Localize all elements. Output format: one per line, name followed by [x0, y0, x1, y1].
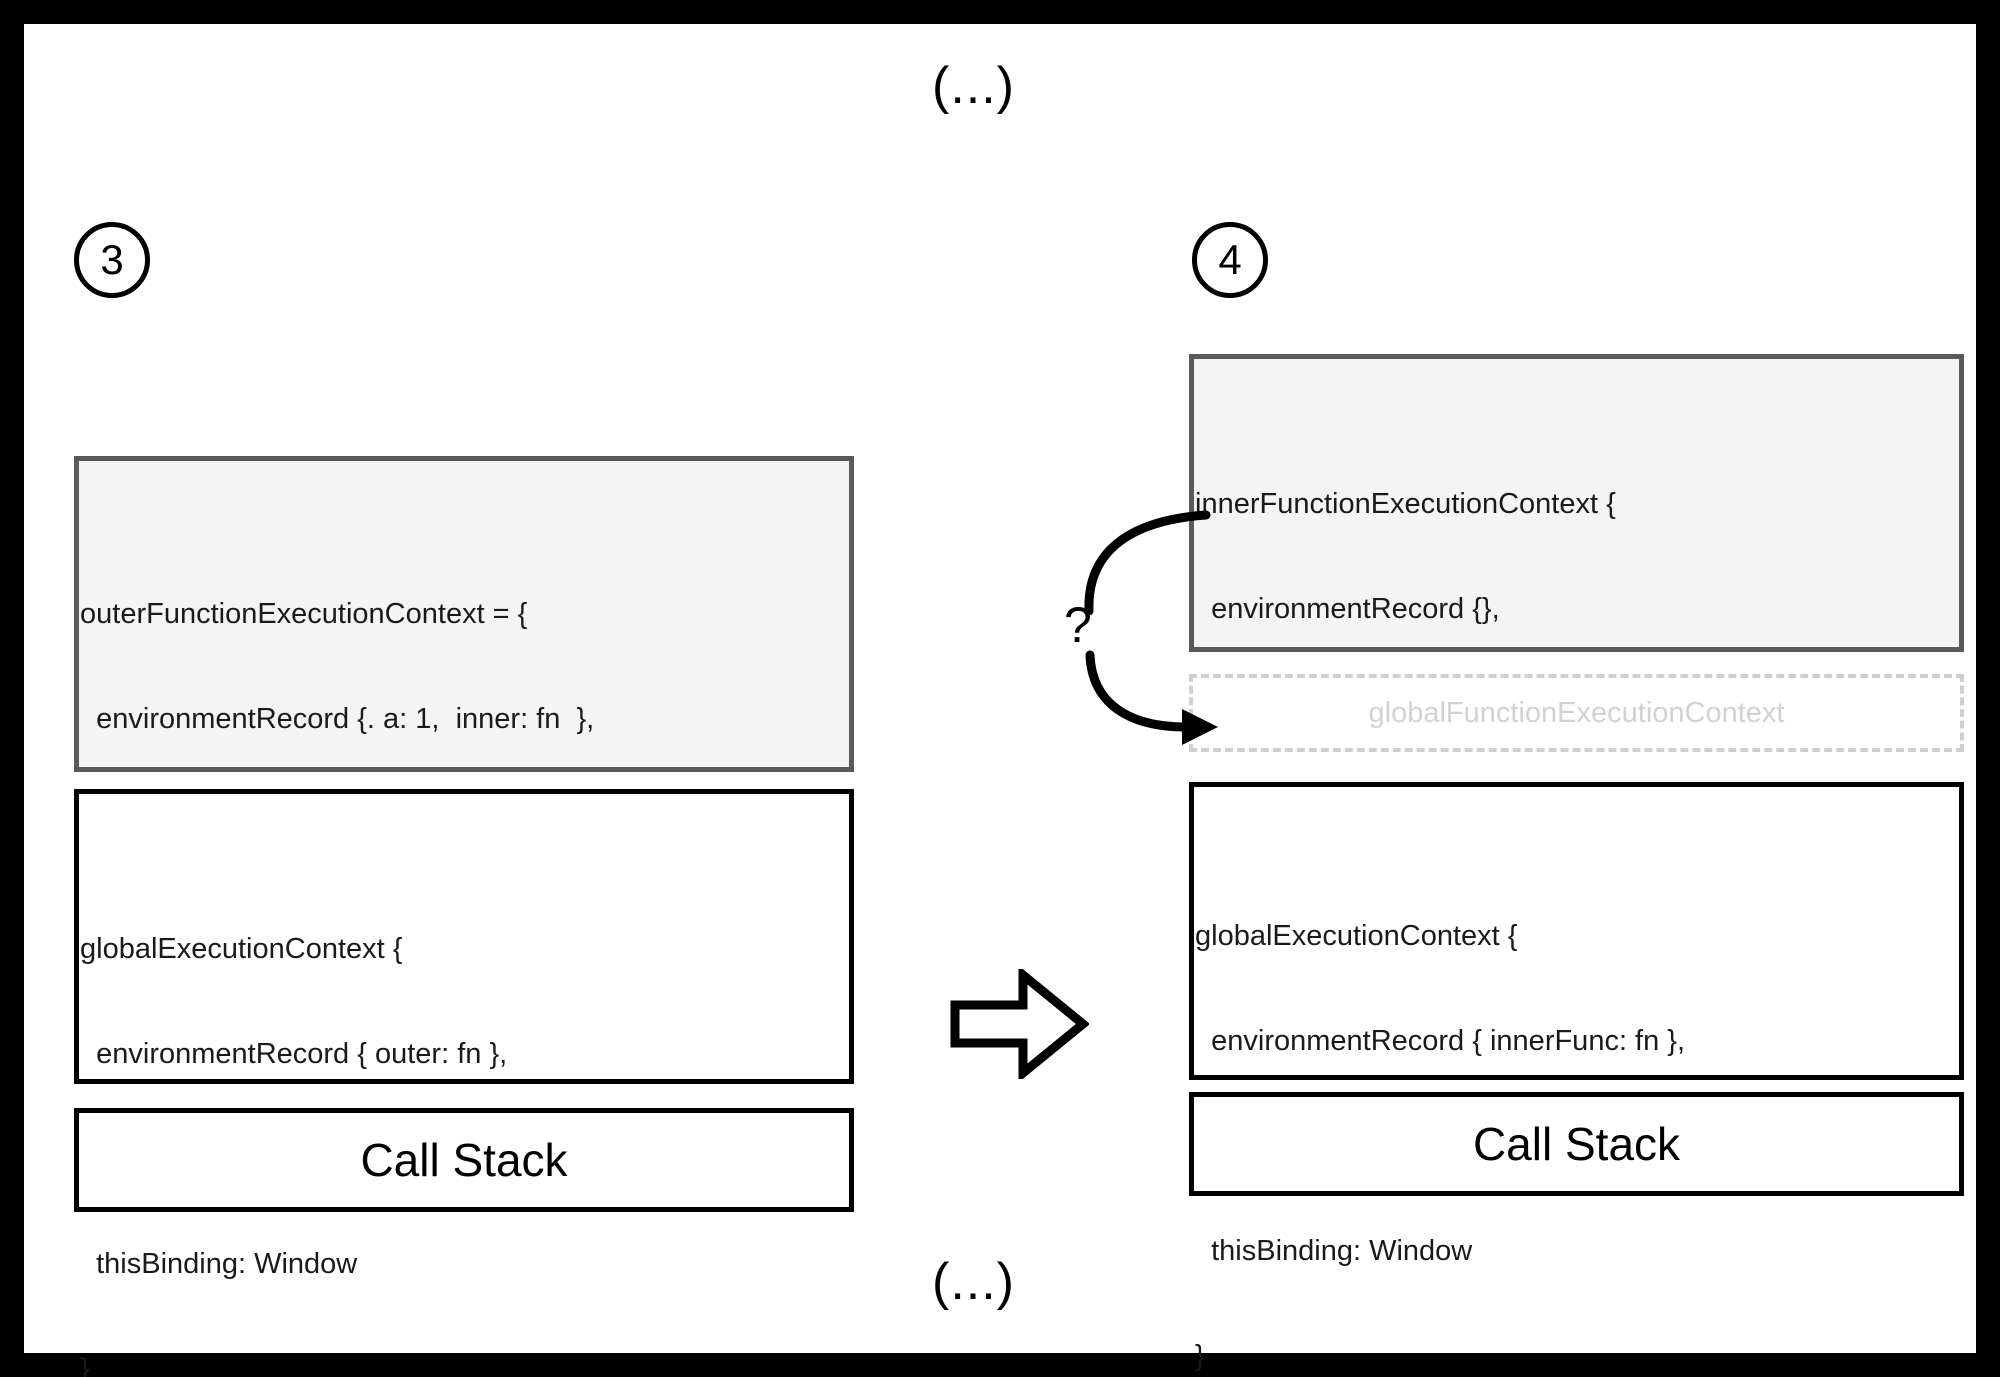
diagram-page: (...) 3 outerFunctionExecutionContext = …	[24, 24, 1976, 1377]
call-stack-label-right: Call Stack	[1472, 1118, 1681, 1170]
call-stack-label-left: Call Stack	[360, 1134, 568, 1186]
global-execution-context-box-left: globalExecutionContext { environmentReco…	[74, 789, 854, 1377]
ctx-line: globalExecutionContext {	[80, 933, 403, 965]
ellipsis-marker-bottom: (...)	[932, 1253, 1015, 1311]
ctx-line: }	[80, 1353, 90, 1377]
outer-function-execution-context-box: outerFunctionExecutionContext = { enviro…	[74, 456, 854, 1050]
ctx-line: environmentRecord { innerFunc: fn },	[1195, 1025, 1686, 1057]
step-badge-4: 4	[1192, 222, 1268, 298]
global-function-execution-context-label: globalFunctionExecutionContext	[1368, 696, 1785, 729]
question-curved-arrow-icon	[1084, 510, 1218, 745]
ctx-line: thisBinding: Window	[1195, 1235, 1473, 1267]
ellipsis-marker-top: (...)	[932, 57, 1015, 115]
ctx-line: thisBinding: Window	[80, 1248, 358, 1280]
call-stack-box-right: Call Stack	[1189, 1092, 1964, 1196]
global-function-execution-context-placeholder: globalFunctionExecutionContext	[1189, 674, 1964, 752]
ctx-line: outerFunctionExecutionContext = {	[80, 598, 528, 630]
call-stack-box-left: Call Stack	[74, 1108, 854, 1212]
transition-arrow-icon	[950, 969, 1089, 1079]
global-execution-context-box-right: globalExecutionContext { environmentReco…	[1189, 782, 1964, 1372]
question-mark-annotation: ?	[1064, 597, 1092, 653]
ctx-line: }	[1195, 1340, 1205, 1372]
inner-function-execution-context-box: innerFunctionExecutionContext { environm…	[1189, 354, 1964, 940]
step-badge-3: 3	[74, 222, 150, 298]
ctx-line: innerFunctionExecutionContext {	[1195, 488, 1616, 520]
ctx-line: environmentRecord {},	[1195, 593, 1500, 625]
ctx-line: environmentRecord {. a: 1, inner: fn },	[80, 703, 595, 735]
ctx-line: environmentRecord { outer: fn },	[80, 1038, 508, 1070]
ctx-line: globalExecutionContext {	[1195, 920, 1518, 952]
